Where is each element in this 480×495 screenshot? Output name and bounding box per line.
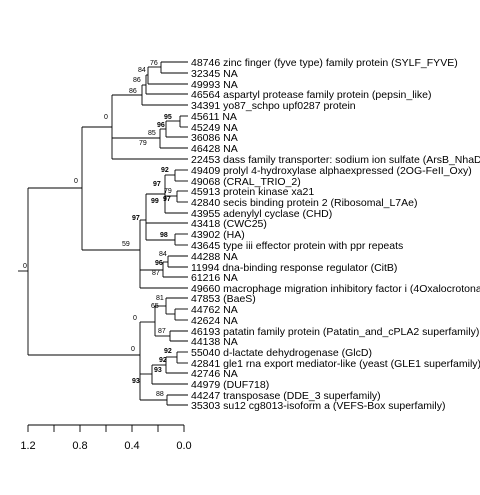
leaf-label: 44138 NA <box>191 336 238 348</box>
bootstrap-value: 81 <box>156 295 164 302</box>
bootstrap-value: 95 <box>164 114 172 121</box>
leaf-label: 49409 prolyl 4-hydroxylase alphaexpresse… <box>191 165 472 177</box>
leaf-label: 43645 type iii effector protein with ppr… <box>191 240 403 252</box>
bootstrap-value: 96 <box>155 260 163 267</box>
axis-tick-label: 1.2 <box>20 440 35 452</box>
leaf-label: 46193 patatin family protein (Patatin_an… <box>191 326 479 338</box>
leaf-label: 44247 transposase (DDE_3 superfamily) <box>191 390 381 402</box>
bootstrap-value: 0 <box>23 263 27 270</box>
bootstrap-value: 93 <box>132 378 140 385</box>
leaf-label: 49993 NA <box>191 79 238 91</box>
bootstrap-value: 84 <box>138 67 146 74</box>
bootstrap-value: 92 <box>164 348 172 355</box>
leaf-label: 55040 d-lactate dehydrogenase (GlcD) <box>191 347 372 359</box>
leaf-label: 42746 NA <box>191 368 238 380</box>
leaf-label: 32345 NA <box>191 68 238 80</box>
leaf-label: 43418 (CWC25) <box>191 218 267 230</box>
bootstrap-value: 97 <box>153 181 161 188</box>
bootstrap-value: 65 <box>151 303 159 310</box>
bootstrap-value: 0 <box>133 315 137 322</box>
bootstrap-value: 88 <box>156 391 164 398</box>
leaf-label: 11994 dna-binding response regulator (Ci… <box>191 262 397 274</box>
bootstrap-value: 96 <box>157 122 165 129</box>
bootstrap-value: 0 <box>104 114 108 121</box>
leaf-label: 42624 NA <box>191 315 238 327</box>
axis-tick-label: 0.8 <box>72 440 87 452</box>
leaf-label: 22453 dass family transporter: sodium io… <box>191 154 480 166</box>
leaf-label: 44979 (DUF718) <box>191 379 269 391</box>
bootstrap-value: 86 <box>129 88 137 95</box>
bootstrap-value: 85 <box>148 130 156 137</box>
axis-tick-label: 0.0 <box>176 440 191 452</box>
bootstrap-value: 79 <box>164 188 172 195</box>
bootstrap-value: 76 <box>150 60 158 67</box>
bootstrap-value: 97 <box>132 215 140 222</box>
bootstrap-value: 59 <box>122 241 130 248</box>
leaf-label: 44288 NA <box>191 251 238 263</box>
bootstrap-value: 92 <box>159 357 167 364</box>
bootstrap-value: 87 <box>152 270 160 277</box>
tree-branches <box>18 61 188 406</box>
leaf-label: 43902 (HA) <box>191 229 245 241</box>
bootstrap-values: 76 84 86 86 0 95 96 85 79 0 92 97 79 99 … <box>23 60 172 398</box>
bootstrap-value: 93 <box>154 367 162 374</box>
distance-axis: 1.2 0.8 0.4 0.0 <box>20 424 192 452</box>
leaf-label: 44762 NA <box>191 304 238 316</box>
leaf-label: 49660 macrophage migration inhibitory fa… <box>191 283 480 295</box>
bootstrap-value: 84 <box>159 251 167 258</box>
leaf-label: 46428 NA <box>191 143 238 155</box>
bootstrap-value: 0 <box>74 178 78 185</box>
leaf-label: 49068 (CRAL_TRIO_2) <box>191 176 301 188</box>
leaf-label: 48746 zinc finger (fyve type) family pro… <box>191 57 458 69</box>
leaf-label: 45249 NA <box>191 122 238 134</box>
leaf-label: 35303 su12 cg8013-isoform a (VEFS-Box su… <box>191 400 445 412</box>
bootstrap-value: 97 <box>163 196 171 203</box>
leaf-label: 43955 adenylyl cyclase (CHD) <box>191 208 332 220</box>
leaf-label: 45913 protein kinase xa21 <box>191 186 314 198</box>
bootstrap-value: 87 <box>158 328 166 335</box>
leaf-label: 47853 (BaeS) <box>191 293 256 305</box>
leaf-label: 34391 yo87_schpo upf0287 protein <box>191 100 356 112</box>
bootstrap-value: 0 <box>131 346 135 353</box>
leaf-label: 36086 NA <box>191 132 238 144</box>
bootstrap-value: 99 <box>151 198 159 205</box>
leaf-label: 42841 gle1 rna export mediator-like (yea… <box>191 358 480 370</box>
bootstrap-value: 79 <box>139 140 147 147</box>
leaf-label: 61216 NA <box>191 272 238 284</box>
bootstrap-value: 86 <box>133 77 141 84</box>
bootstrap-value: 98 <box>160 232 168 239</box>
leaf-label: 46564 aspartyl protease family protein (… <box>191 89 431 101</box>
leaf-label: 42840 secis binding protein 2 (Ribosomal… <box>191 197 417 209</box>
leaf-labels: 48746 zinc finger (fyve type) family pro… <box>191 57 480 412</box>
bootstrap-value: 92 <box>161 167 169 174</box>
axis-tick-label: 0.4 <box>124 440 139 452</box>
leaf-label: 45611 NA <box>191 111 237 123</box>
